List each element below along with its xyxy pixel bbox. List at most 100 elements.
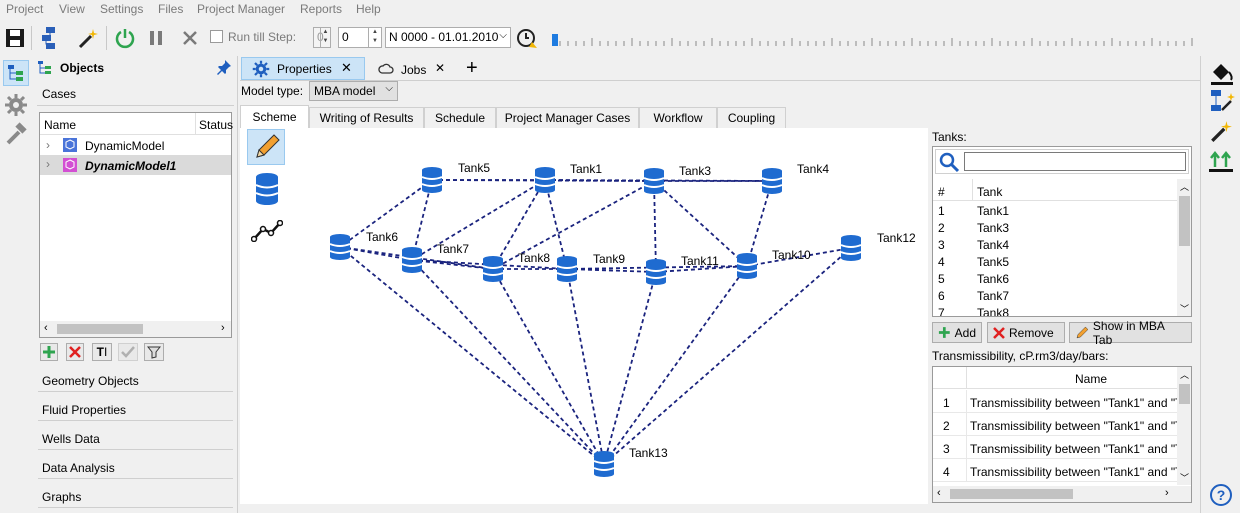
section-data-analysis[interactable]: Data Analysis	[38, 457, 233, 479]
timeline-handle[interactable]	[552, 34, 558, 46]
scrollbar-thumb[interactable]	[1179, 196, 1190, 246]
tank-tool-icon[interactable]	[254, 172, 280, 206]
tank-node-tank8[interactable]	[482, 256, 504, 282]
scroll-left-icon[interactable]: ‹	[937, 487, 941, 499]
tank-node-tank9[interactable]	[556, 256, 578, 282]
column-name[interactable]: Name	[44, 118, 77, 132]
paint-bucket-icon[interactable]	[1209, 60, 1235, 86]
scroll-right-icon[interactable]: ›	[1165, 487, 1169, 499]
tank-node-tank5[interactable]	[421, 167, 443, 193]
scroll-up-icon[interactable]: ︿	[1180, 370, 1190, 380]
connection-tank9-tank10[interactable]	[566, 265, 748, 270]
help-button[interactable]: ?	[1210, 484, 1232, 506]
scroll-left-icon[interactable]: ‹	[44, 322, 48, 334]
subtab-coupling[interactable]: Coupling	[717, 107, 786, 128]
connection-tank11-tank13[interactable]	[603, 271, 657, 465]
subtab-project-manager-cases[interactable]: Project Manager Cases	[496, 107, 639, 128]
run-till-step-spinbox[interactable]: 0▲▼	[313, 27, 331, 48]
upload-arrows-icon[interactable]	[1208, 149, 1234, 173]
connection-tank7-tank13[interactable]	[411, 259, 605, 465]
tank-node-tank1[interactable]	[534, 167, 556, 193]
magic-wand-icon[interactable]	[1209, 119, 1233, 143]
tab-jobs[interactable]: Jobs ✕	[368, 57, 458, 80]
magic-wand-button[interactable]	[75, 24, 101, 52]
menu-reports[interactable]: Reports	[300, 2, 343, 16]
clock-button[interactable]	[514, 24, 540, 52]
scroll-right-icon[interactable]: ›	[221, 322, 225, 334]
tree-item[interactable]: › DynamicModel1	[40, 155, 231, 175]
scroll-up-icon[interactable]: ︿	[1180, 182, 1190, 192]
tab-properties[interactable]: Properties ✕	[241, 57, 365, 80]
column-number[interactable]: #	[938, 185, 945, 199]
section-geometry-objects[interactable]: Geometry Objects	[38, 370, 233, 392]
rename-case-button[interactable]: TI	[92, 343, 112, 361]
connection-tank3-tank8[interactable]	[492, 180, 655, 270]
tanks-vertical-scrollbar[interactable]: ︿ ﹀	[1177, 179, 1191, 316]
menu-settings[interactable]: Settings	[100, 2, 144, 16]
edit-structure-icon[interactable]	[1209, 88, 1235, 114]
chevron-right-icon[interactable]: ›	[46, 157, 50, 171]
transmissibility-vertical-scrollbar[interactable]: ︿ ﹀	[1177, 367, 1191, 485]
connection-tank1-tank9[interactable]	[544, 179, 568, 270]
add-tank-button[interactable]: Add	[932, 322, 982, 343]
tools-tool-button[interactable]	[4, 122, 28, 149]
menu-project-manager[interactable]: Project Manager	[197, 2, 286, 16]
pin-icon[interactable]	[216, 59, 232, 75]
date-select[interactable]: N 0000 - 01.01.2010⌵	[385, 27, 511, 48]
power-button[interactable]	[112, 24, 138, 52]
subtab-scheme[interactable]: Scheme	[240, 105, 309, 128]
section-fluid-properties[interactable]: Fluid Properties	[38, 399, 233, 421]
tank-node-tank7[interactable]	[401, 247, 423, 273]
menu-files[interactable]: Files	[158, 2, 184, 16]
settings-tool-button[interactable]	[4, 93, 28, 120]
connection-tank3-tank11[interactable]	[653, 180, 657, 273]
step-spinbox[interactable]: 0▲▼	[338, 27, 382, 48]
scroll-down-icon[interactable]: ﹀	[1180, 304, 1190, 314]
tank-node-tank13[interactable]	[593, 451, 615, 477]
menu-view[interactable]: View	[59, 2, 85, 16]
connection-tank6-tank7[interactable]	[339, 246, 413, 261]
tree-horizontal-scrollbar[interactable]: ‹ ›	[40, 321, 231, 337]
connection-tank12-tank13[interactable]	[603, 247, 852, 465]
filter-case-button[interactable]	[144, 343, 164, 361]
run-till-step-checkbox[interactable]	[210, 30, 223, 43]
subtab-workflow[interactable]: Workflow	[639, 107, 717, 128]
column-status[interactable]: Status	[199, 118, 234, 132]
tree-item[interactable]: › DynamicModel	[40, 136, 231, 155]
tank-node-tank6[interactable]	[329, 234, 351, 260]
tank-node-tank3[interactable]	[643, 168, 665, 194]
tank-search-input[interactable]	[964, 152, 1186, 171]
close-icon[interactable]: ✕	[435, 61, 446, 75]
connection-tank9-tank11[interactable]	[566, 268, 657, 273]
column-name[interactable]: Name	[1075, 372, 1108, 386]
connection-tank1-tank8[interactable]	[492, 179, 546, 270]
connection-tank4-tank10[interactable]	[746, 180, 773, 267]
section-graphs[interactable]: Graphs	[38, 486, 233, 508]
tank-node-tank11[interactable]	[645, 259, 667, 285]
model-type-select[interactable]: MBA model ⌵	[309, 81, 398, 101]
menu-project[interactable]: Project	[6, 2, 44, 16]
scrollbar-thumb[interactable]	[57, 324, 143, 334]
pause-button[interactable]	[143, 24, 169, 52]
connection-tank10-tank13[interactable]	[603, 265, 748, 465]
column-tank[interactable]: Tank	[977, 185, 1003, 199]
stop-button[interactable]	[177, 24, 203, 52]
remove-tank-button[interactable]: Remove	[987, 322, 1065, 343]
scroll-down-icon[interactable]: ﹀	[1180, 473, 1190, 483]
save-button[interactable]	[2, 24, 28, 52]
subtab-writing-of-results[interactable]: Writing of Results	[309, 107, 424, 128]
tank-node-tank10[interactable]	[736, 253, 758, 279]
connection-tank11-tank10[interactable]	[655, 265, 748, 273]
